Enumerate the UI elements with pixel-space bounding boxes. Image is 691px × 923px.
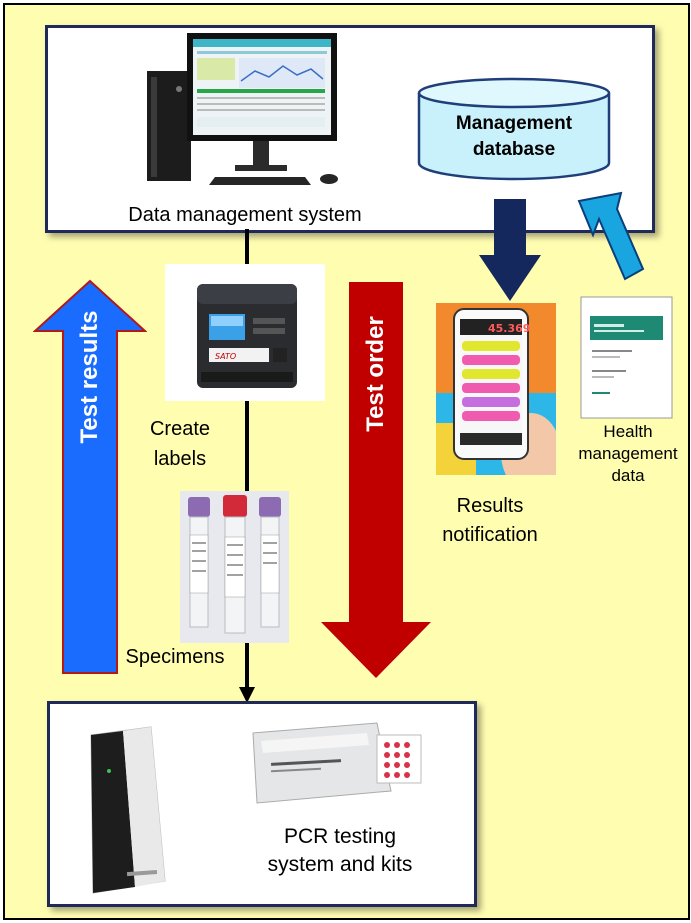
create-labels-line1: Create: [149, 418, 211, 440]
diagram-frame: Management database Data management syst…: [3, 3, 690, 920]
pcr-label: PCR testing system and kits: [235, 823, 445, 879]
database-label-line2: database: [472, 139, 556, 160]
database-label: Management database: [416, 111, 612, 163]
pcr-label-line1: PCR testing: [283, 825, 397, 848]
test-order-arrow: [321, 282, 431, 678]
database-label-line1: Management: [455, 113, 573, 134]
pcr-instrument-image: [90, 726, 166, 894]
pcr-kit-image: [252, 722, 422, 804]
computer-icon: [147, 33, 338, 185]
health-line2: management: [578, 444, 678, 463]
test-results-label: Test results: [76, 310, 103, 444]
test-order-label: Test order: [362, 316, 389, 432]
test-results-arrow: [33, 279, 147, 674]
database-icon: [417, 77, 611, 181]
specimens-label: Specimens: [125, 646, 225, 668]
upload-arrow: [577, 191, 645, 281]
results-notification-label: Results notification: [410, 492, 570, 550]
create-labels-line2: labels: [153, 448, 207, 470]
smartphone-image: 45.369: [436, 303, 556, 475]
pcr-label-line2: system and kits: [267, 853, 413, 876]
results-notification-line1: Results: [456, 495, 524, 517]
health-management-data-label: Health management data: [553, 421, 691, 487]
create-labels-label: Create labels: [130, 414, 230, 474]
health-line3: data: [611, 466, 645, 485]
health-line1: Health: [603, 422, 653, 441]
specimen-tubes-image: [180, 491, 289, 643]
phone-readout: 45.369: [488, 322, 530, 335]
download-arrow: [479, 199, 541, 301]
results-notification-line2: notification: [442, 524, 538, 546]
data-management-system-label: Data management system: [128, 204, 362, 226]
svg-text:SATO: SATO: [215, 352, 236, 361]
health-data-document-image: [580, 296, 673, 419]
label-printer-icon: SATO: [165, 264, 325, 401]
